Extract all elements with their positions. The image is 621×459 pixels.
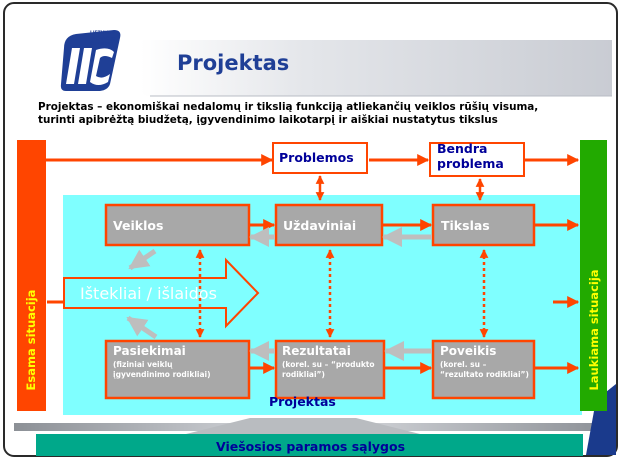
impact-title: Poveikis xyxy=(440,344,497,358)
tasks-box xyxy=(274,203,384,247)
definition-line-2: turinti apibrėžtą biudžetą, įgyvendinimo… xyxy=(38,114,498,126)
grey-arrow-achievements-resources xyxy=(126,315,158,340)
impact-note: (korel. su – “rezultato rodikliai”) xyxy=(440,360,532,380)
logo-line-3: CENTRAS xyxy=(90,42,114,47)
resources-arrow xyxy=(63,257,260,329)
results-box xyxy=(274,339,386,400)
public-support-label: Viešosios paramos sąlygos xyxy=(215,439,406,454)
page-title: Projektas xyxy=(177,51,290,75)
achievements-box xyxy=(104,339,251,400)
definition-line-1: Projektas – ekonomiškai nedalomų ir tiks… xyxy=(38,101,539,113)
expected-situation-bar xyxy=(580,140,607,411)
results-note-line-2: rodikliai”) xyxy=(282,370,325,379)
problems-box xyxy=(272,142,368,174)
grey-arrow-activities-resources xyxy=(128,248,157,271)
impact-note-line-2: “rezultato rodikliai”) xyxy=(440,370,529,379)
current-situation-bar xyxy=(17,140,46,411)
results-label-group: Rezultatai (korel. su – “produkto rodikl… xyxy=(282,344,382,380)
expected-situation-label: Laukiama situacija xyxy=(587,269,601,391)
impact-note-line-1: (korel. su – xyxy=(440,360,487,369)
activities-label: Veiklos xyxy=(113,218,164,233)
common-problem-line-1: Bendra xyxy=(437,141,488,156)
achievements-note-line-1: (fiziniai veiklų xyxy=(113,360,173,369)
achievements-note: (fiziniai veiklų įgyvendinimo rodikliai) xyxy=(113,360,247,380)
current-situation-label: Esama situacija xyxy=(24,289,38,391)
achievements-note-line-2: įgyvendinimo rodikliai) xyxy=(113,370,211,379)
goal-box xyxy=(431,203,536,247)
project-label: Projektas xyxy=(269,394,336,409)
logo-text: LIETUVOS INOVACIJŲ CENTRAS xyxy=(90,31,116,48)
logo-icon xyxy=(60,30,121,91)
logo-line-2: INOVACIJŲ xyxy=(90,36,117,42)
common-problem-box xyxy=(429,142,525,177)
bottom-trapezoid xyxy=(186,418,420,434)
definition-text: Projektas – ekonomiškai nedalomų ir tiks… xyxy=(38,101,538,127)
common-problem-label: Bendra problema xyxy=(437,141,504,171)
impact-label-group: Poveikis (korel. su – “rezultato rodikli… xyxy=(440,344,532,380)
results-note: (korel. su – “produkto rodikliai”) xyxy=(282,360,382,380)
common-problem-line-2: problema xyxy=(437,156,504,171)
logo-line-1: LIETUVOS xyxy=(90,31,115,36)
goal-label: Tikslas xyxy=(441,218,490,233)
public-support-bar xyxy=(36,434,583,456)
achievements-title: Pasiekimai xyxy=(113,344,186,358)
impact-box xyxy=(431,339,536,400)
results-title: Rezultatai xyxy=(282,344,351,358)
resources-label: Ištekliai / išlaidos xyxy=(80,284,217,303)
tasks-label: Uždaviniai xyxy=(283,218,357,233)
results-note-line-1: (korel. su – “produkto xyxy=(282,360,375,369)
achievements-label-group: Pasiekimai (fiziniai veiklų įgyvendinimo… xyxy=(113,344,247,380)
problems-label: Problemos xyxy=(279,150,354,165)
